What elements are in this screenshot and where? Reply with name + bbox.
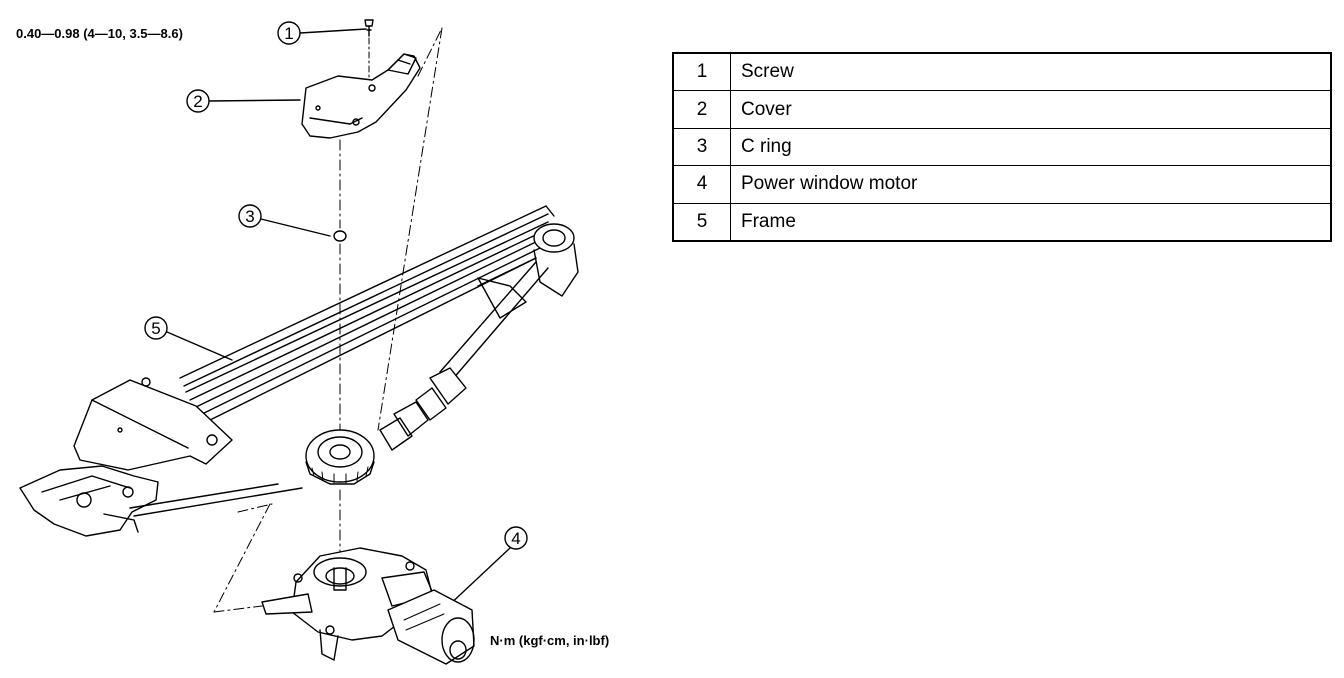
cover-part bbox=[301, 53, 421, 139]
part-number: 5 bbox=[672, 202, 731, 242]
table-row: 3 C ring bbox=[672, 127, 1332, 167]
part-number: 1 bbox=[672, 52, 731, 92]
callout-5: 5 bbox=[144, 316, 233, 361]
units-label: N·m (kgf·cm, in·lbf) bbox=[490, 633, 609, 648]
alignment-lines bbox=[213, 27, 443, 613]
callout-4: 4 bbox=[445, 526, 528, 609]
table-row: 2 Cover bbox=[672, 90, 1332, 129]
svg-text:3: 3 bbox=[245, 207, 254, 226]
frame-part bbox=[19, 205, 579, 537]
torque-spec-label: 0.40—0.98 (4—10, 3.5—8.6) bbox=[16, 26, 183, 41]
callout-1: 1 bbox=[277, 21, 367, 45]
svg-text:5: 5 bbox=[151, 319, 160, 338]
part-name: C ring bbox=[730, 127, 1332, 167]
svg-text:4: 4 bbox=[511, 529, 520, 548]
power-window-motor-part bbox=[261, 547, 475, 665]
screw-part bbox=[364, 19, 374, 81]
part-name: Power window motor bbox=[730, 165, 1332, 204]
part-number: 3 bbox=[672, 127, 731, 167]
table-row: 1 Screw bbox=[672, 52, 1332, 92]
svg-text:2: 2 bbox=[193, 92, 202, 111]
part-name: Frame bbox=[730, 202, 1332, 242]
part-name: Cover bbox=[730, 90, 1332, 129]
parts-table: 1 Screw 2 Cover 3 C ring 4 Power window … bbox=[672, 52, 1332, 242]
table-row: 5 Frame bbox=[672, 202, 1332, 242]
part-number: 4 bbox=[672, 165, 731, 204]
svg-text:1: 1 bbox=[284, 24, 293, 43]
callout-2: 2 bbox=[186, 89, 301, 113]
callout-3: 3 bbox=[238, 204, 331, 237]
exploded-diagram: 0.40—0.98 (4—10, 3.5—8.6) 1 2 bbox=[16, 19, 609, 665]
table-row: 4 Power window motor bbox=[672, 165, 1332, 204]
part-name: Screw bbox=[730, 52, 1332, 92]
part-number: 2 bbox=[672, 90, 731, 129]
c-ring-part bbox=[333, 230, 347, 242]
